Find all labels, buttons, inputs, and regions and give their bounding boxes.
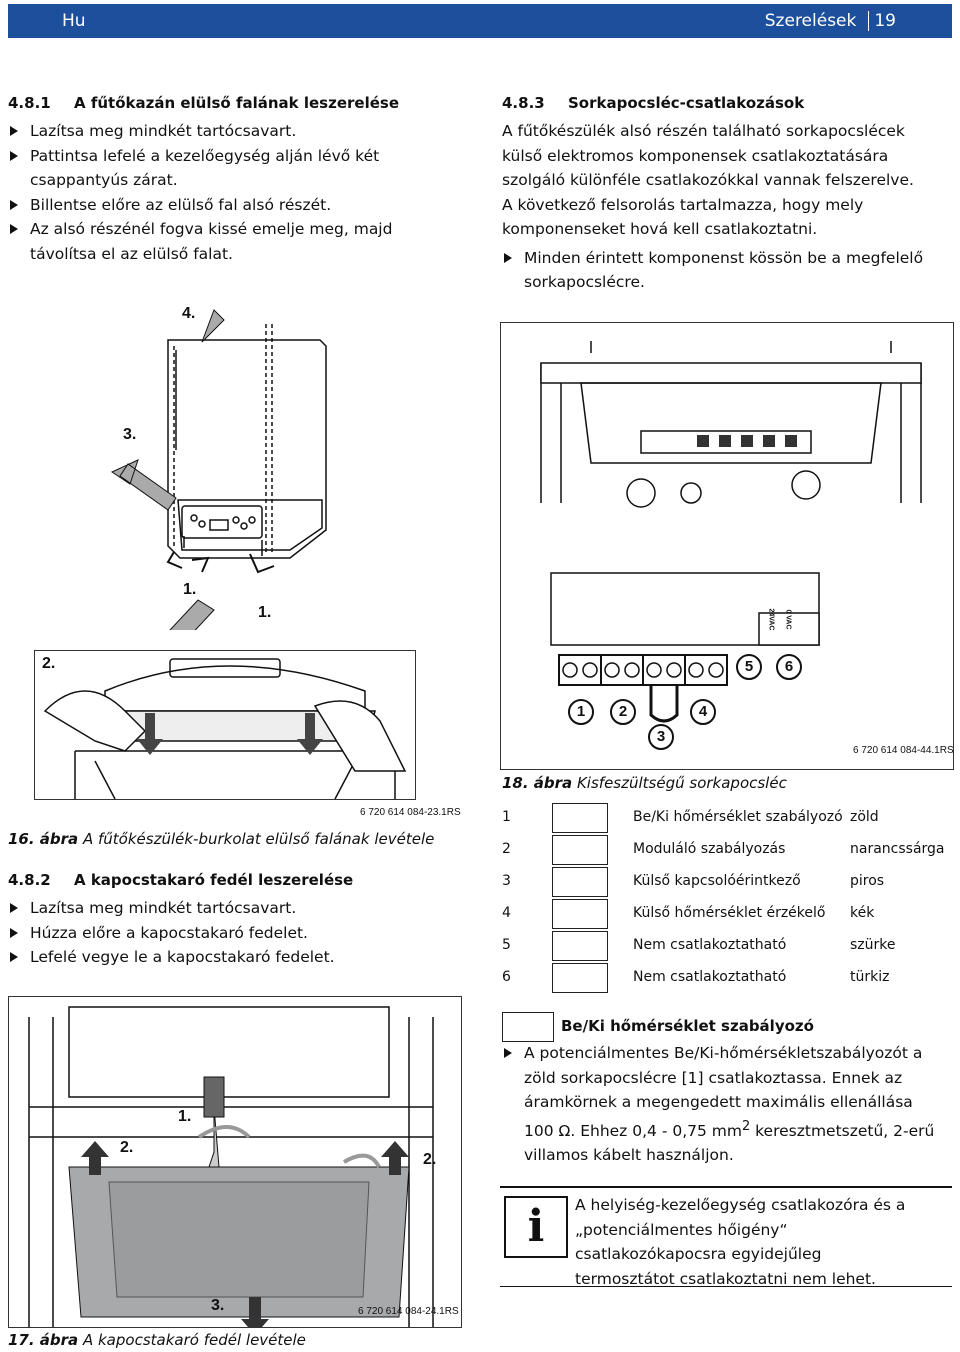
on-off-thermostat-icon	[552, 803, 608, 833]
terminal-4: 4	[690, 699, 716, 725]
page-number: 19	[874, 11, 896, 31]
fig17-code: 6 720 614 084-24.1RS	[358, 1306, 459, 1317]
section-4-8-3-text: A fűtőkészülék alsó részén található sor…	[502, 119, 952, 295]
24vac-pump-icon	[552, 963, 608, 993]
paragraph-line: komponenseket hová kell csatlakoztatni.	[502, 220, 818, 238]
step-label-1a: 1.	[183, 581, 197, 598]
voltage-24vac: 24VAC	[767, 608, 775, 631]
info-icon: i	[504, 1196, 568, 1258]
section-4-8-2-steps: Lazítsa meg mindkét tartócsavart. Húzza …	[8, 896, 438, 970]
thermostat-text: A potenciálmentes Be/Ki-hőmérsékletszabá…	[502, 1041, 952, 1168]
terminal-3: 3	[648, 724, 674, 750]
paragraph-line: A fűtőkészülék alsó részén található sor…	[502, 122, 905, 140]
fig17-step-1: 1.	[178, 1108, 192, 1125]
info-rule-top	[500, 1186, 952, 1188]
fig16-code: 6 720 614 084-23.1RS	[360, 807, 461, 818]
fig17-step-2a: 2.	[120, 1139, 134, 1156]
paragraph-line: szolgáló különféle csatlakozókkal vannak…	[502, 171, 914, 189]
modulating-control-icon	[552, 835, 608, 865]
fig17-caption: 17. ábra A kapocstakaró fedél levétele	[8, 1331, 306, 1349]
tap-thermometer-icon	[552, 931, 608, 961]
fig16-caption: 16. ábra A fűtőkészülék-burkolat elülső …	[8, 830, 435, 848]
fig17-step-3: 3.	[211, 1297, 225, 1314]
on-off-thermostat-icon	[502, 1012, 554, 1042]
step: Lefelé vegye le a kapocstakaró fedelet.	[8, 945, 438, 970]
fig18-code: 6 720 614 084-44.1RS	[853, 745, 954, 756]
step-label-2: 2.	[42, 655, 56, 672]
thermostat-heading: Be/Ki hőmérséklet szabályozó	[561, 1017, 814, 1035]
low-voltage-terminal-drawing	[540, 341, 922, 723]
terminal-6: 6	[776, 654, 802, 680]
step-label-4: 4.	[182, 305, 196, 322]
paragraph-line: A következő felsorolás tartalmazza, hogy…	[502, 195, 864, 214]
step: A potenciálmentes Be/Ki-hőmérsékletszabá…	[502, 1041, 952, 1168]
step: Minden érintett komponenst kössön be a m…	[502, 246, 952, 295]
step: Lazítsa meg mindkét tartócsavart.	[8, 896, 438, 921]
fig18-illustration	[500, 322, 954, 770]
info-note: A helyiség-kezelőegység csatlakozóra és …	[575, 1196, 906, 1288]
step: Billentse előre az elülső fal alsó részé…	[8, 193, 438, 218]
section-4-8-1-steps: Lazítsa meg mindkét tartócsavart. Pattin…	[8, 119, 438, 266]
step-label-1b: 1.	[258, 604, 272, 621]
paragraph-line: külső elektromos komponensek csatlakozta…	[502, 146, 889, 165]
voltage-0vac: 0 VAC	[784, 609, 792, 630]
page-header: Hu Szerelések 19	[8, 4, 952, 38]
step: Az alsó részénél fogva kissé emelje meg,…	[8, 217, 420, 266]
step-label-3: 3.	[123, 426, 137, 443]
fig18-caption: 18. ábra Kisfeszültségű sorkapocsléc	[502, 774, 787, 792]
switch-contact-icon	[552, 867, 608, 897]
fig16-lower-panel	[34, 650, 416, 800]
boiler-front-wall-illustration	[110, 309, 327, 630]
hands-removing-front-wall	[43, 658, 407, 800]
section-title: Szerelések	[764, 11, 857, 31]
header-divider	[868, 11, 869, 31]
step: Húzza előre a kapocstakaró fedelet.	[8, 921, 438, 946]
info-rule-bottom	[500, 1286, 952, 1287]
step: Lazítsa meg mindkét tartócsavart.	[8, 119, 438, 144]
step: Pattintsa lefelé a kezelőegység alján lé…	[8, 144, 400, 193]
fig17-step-2b: 2.	[423, 1151, 437, 1168]
terminal-cover-removal-drawing	[28, 1006, 434, 1335]
terminal-1: 1	[568, 699, 594, 725]
language-code: Hu	[62, 11, 86, 31]
outdoor-sensor-icon	[552, 899, 608, 929]
terminal-2: 2	[610, 699, 636, 725]
terminal-5: 5	[736, 654, 762, 680]
fig17-illustration	[8, 996, 462, 1335]
